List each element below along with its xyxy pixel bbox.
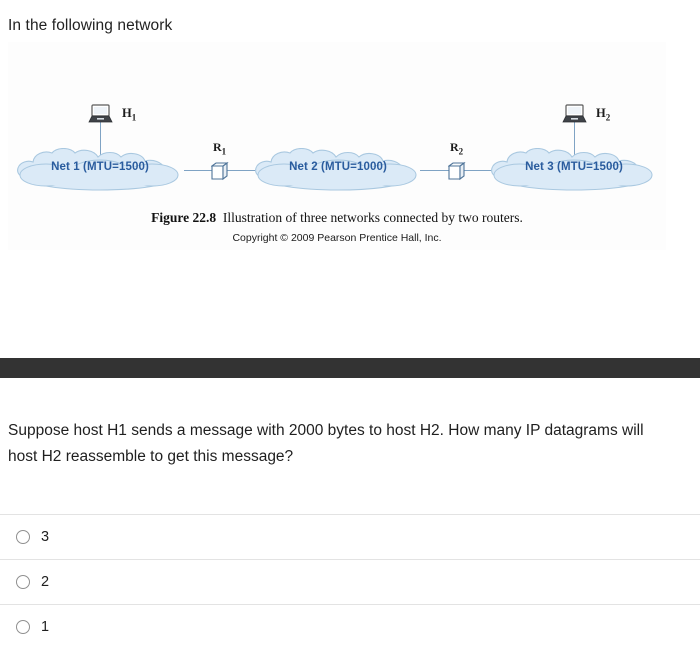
answer-option-row-3[interactable]: 1: [0, 604, 700, 649]
link-r1-to-net2: [227, 170, 255, 172]
answer-option-label: 3: [41, 529, 50, 545]
answer-option-label: 2: [41, 574, 50, 590]
net3-label: Net 3 (MTU=1500): [525, 161, 623, 173]
host-label-h2: H2: [596, 106, 611, 123]
link-r2-to-net3: [464, 170, 492, 172]
prompt-text: In the following network: [8, 17, 173, 34]
answer-option-row-2[interactable]: 2: [0, 559, 700, 604]
radio-button-icon[interactable]: [16, 620, 30, 634]
figure-number: Figure 22.8: [151, 210, 217, 225]
network-cloud-net3: Net 3 (MTU=1500): [486, 148, 662, 192]
network-cloud-net1: Net 1 (MTU=1500): [12, 148, 188, 192]
section-divider-bar: [0, 358, 700, 378]
figure-caption: Figure 22.8 Illustration of three networ…: [8, 210, 666, 226]
answer-options-list: 3 2 1: [0, 514, 700, 649]
figure-caption-text: Illustration of three networks connected…: [222, 210, 523, 225]
network-diagram: Net 1 (MTU=1500) Net 2 (MTU=1000): [8, 42, 666, 202]
figure-copyright: Copyright © 2009 Pearson Prentice Hall, …: [232, 232, 442, 244]
link-net1-to-r1: [184, 170, 214, 172]
net2-label: Net 2 (MTU=1000): [289, 161, 387, 173]
network-cloud-net2: Net 2 (MTU=1000): [250, 148, 426, 192]
host-computer-icon-h1: [88, 104, 114, 124]
answer-option-label: 1: [41, 619, 50, 635]
net1-label: Net 1 (MTU=1500): [51, 161, 149, 173]
host-computer-icon-h2: [562, 104, 588, 124]
answer-option-row-1[interactable]: 3: [0, 514, 700, 559]
link-h2-to-net3: [574, 122, 576, 158]
link-h1-to-net1: [100, 122, 102, 158]
radio-button-icon[interactable]: [16, 530, 30, 544]
link-net2-to-r2: [420, 170, 450, 172]
router-icon-r1: [210, 160, 229, 182]
radio-button-icon[interactable]: [16, 575, 30, 589]
router-icon-r2: [447, 160, 466, 182]
host-label-h1: H1: [122, 106, 137, 123]
question-text: Suppose host H1 sends a message with 200…: [8, 422, 644, 465]
router-label-r1: R1: [213, 140, 227, 157]
figure-image: Net 1 (MTU=1500) Net 2 (MTU=1000): [8, 42, 666, 250]
router-label-r2: R2: [450, 140, 464, 157]
